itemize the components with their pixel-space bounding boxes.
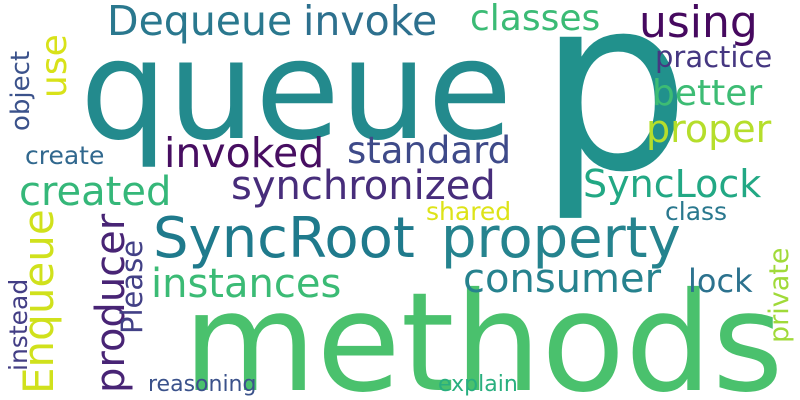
word-using: using	[639, 0, 758, 48]
word-SyncLock: SyncLock	[583, 162, 762, 206]
word-SyncRoot: SyncRoot	[153, 206, 415, 271]
word-invoke: invoke	[303, 0, 438, 45]
word-create: create	[25, 141, 105, 170]
word-proper: proper	[646, 107, 772, 151]
word-private: private	[764, 247, 795, 343]
word-invoked: invoked	[164, 129, 325, 177]
word-instead: instead	[4, 278, 33, 371]
word-reasoning: reasoning	[148, 372, 257, 397]
word-p: p	[538, 0, 691, 225]
word-Dequeue: Dequeue	[107, 0, 293, 45]
word-standard: standard	[347, 129, 512, 172]
word-methods: methods	[183, 264, 784, 400]
word-created: created	[19, 169, 172, 215]
word-better: better	[652, 73, 763, 114]
word-consumer: consumer	[463, 256, 662, 302]
word-shared: shared	[426, 197, 512, 226]
word-object: object	[6, 50, 36, 131]
word-queue: queue	[80, 10, 513, 171]
word-practice: practice	[655, 40, 773, 74]
word-explain: explain	[438, 372, 518, 397]
word-classes: classes	[470, 0, 601, 39]
word-class: class	[665, 197, 728, 226]
word-instances: instances	[151, 261, 342, 307]
word-synchronized: synchronized	[231, 163, 496, 209]
word-use: use	[34, 34, 75, 98]
word-lock: lock	[688, 262, 753, 300]
word-property: property	[441, 206, 681, 271]
word-Please: Please	[115, 239, 149, 334]
